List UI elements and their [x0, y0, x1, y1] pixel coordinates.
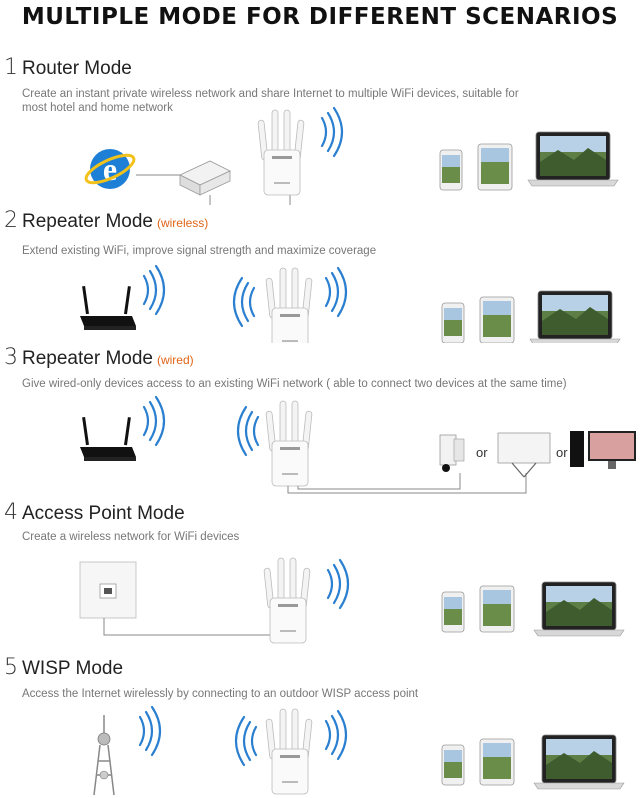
mode-number: 2: [4, 208, 18, 233]
wisp-illustration: [93, 705, 625, 796]
mode-number: 3: [4, 345, 18, 370]
tablet-icon: [477, 143, 513, 191]
desktop-icon: [570, 431, 636, 469]
phone-icon: [439, 149, 463, 191]
or-label: or: [556, 445, 568, 460]
wifi-waves-icon: [320, 106, 344, 158]
mode-number: 5: [4, 655, 18, 680]
mode-number: 4: [4, 500, 18, 525]
tablet-icon: [479, 738, 515, 786]
router-icon: [80, 285, 136, 330]
laptop-icon: [527, 131, 619, 187]
phone-icon: [441, 744, 465, 786]
page-title: MULTIPLE MODE FOR DIFFERENT SCENARIOS: [21, 4, 619, 30]
router-mode-illustration: e: [84, 106, 619, 205]
extender-icon: [257, 109, 305, 196]
mode-name: WISP Mode: [22, 658, 124, 679]
wall-socket-icon: [79, 561, 137, 619]
mode-name: Repeater Mode: [22, 348, 153, 369]
wifi-waves-icon: [232, 276, 256, 328]
router-icon: [80, 416, 136, 461]
tv-icon: [497, 432, 551, 478]
extender-icon: [265, 708, 313, 795]
mode-name: Repeater Mode: [22, 211, 153, 232]
phone-icon: [441, 591, 465, 633]
extender-icon: [265, 267, 313, 343]
mode-description: Extend existing WiFi, improve signal str…: [22, 245, 377, 257]
tablet-icon: [479, 585, 515, 633]
extender-icon: [265, 400, 313, 487]
extender-icon: [263, 557, 311, 644]
wifi-waves-icon: [236, 405, 260, 457]
modem-icon: [179, 160, 231, 196]
wifi-waves-icon: [142, 395, 166, 447]
tablet-icon: [479, 296, 515, 343]
wifi-waves-icon: [324, 709, 348, 761]
laptop-icon: [529, 290, 621, 343]
mode-name: Router Mode: [22, 58, 132, 79]
laptop-icon: [533, 581, 625, 637]
laptop-icon: [533, 734, 625, 790]
wifi-waves-icon: [326, 558, 350, 610]
mode-description: Give wired-only devices access to an exi…: [22, 378, 567, 390]
game-console-icon: [439, 434, 465, 472]
mode-tag: (wireless): [156, 216, 209, 230]
mode-name: Access Point Mode: [22, 503, 185, 524]
mode-tag: (wired): [156, 353, 194, 367]
repeater-wireless-illustration: [80, 264, 621, 343]
internet-explorer-icon: e: [84, 149, 136, 189]
wifi-waves-icon: [142, 264, 166, 316]
wifi-waves-icon: [324, 266, 348, 318]
access-point-illustration: [79, 557, 625, 644]
mode-description: Create a wireless network for WiFi devic…: [22, 531, 240, 543]
mode-description: Access the Internet wirelessly by connec…: [22, 688, 419, 700]
or-label: or: [476, 445, 488, 460]
mode-number: 1: [4, 55, 18, 80]
repeater-wired-illustration: [80, 395, 636, 494]
phone-icon: [441, 302, 465, 343]
mode-description: Create an instant private wireless netwo…: [22, 88, 519, 114]
tower-icon: [93, 715, 115, 796]
wifi-waves-icon: [138, 705, 162, 757]
wifi-waves-icon: [234, 715, 258, 767]
